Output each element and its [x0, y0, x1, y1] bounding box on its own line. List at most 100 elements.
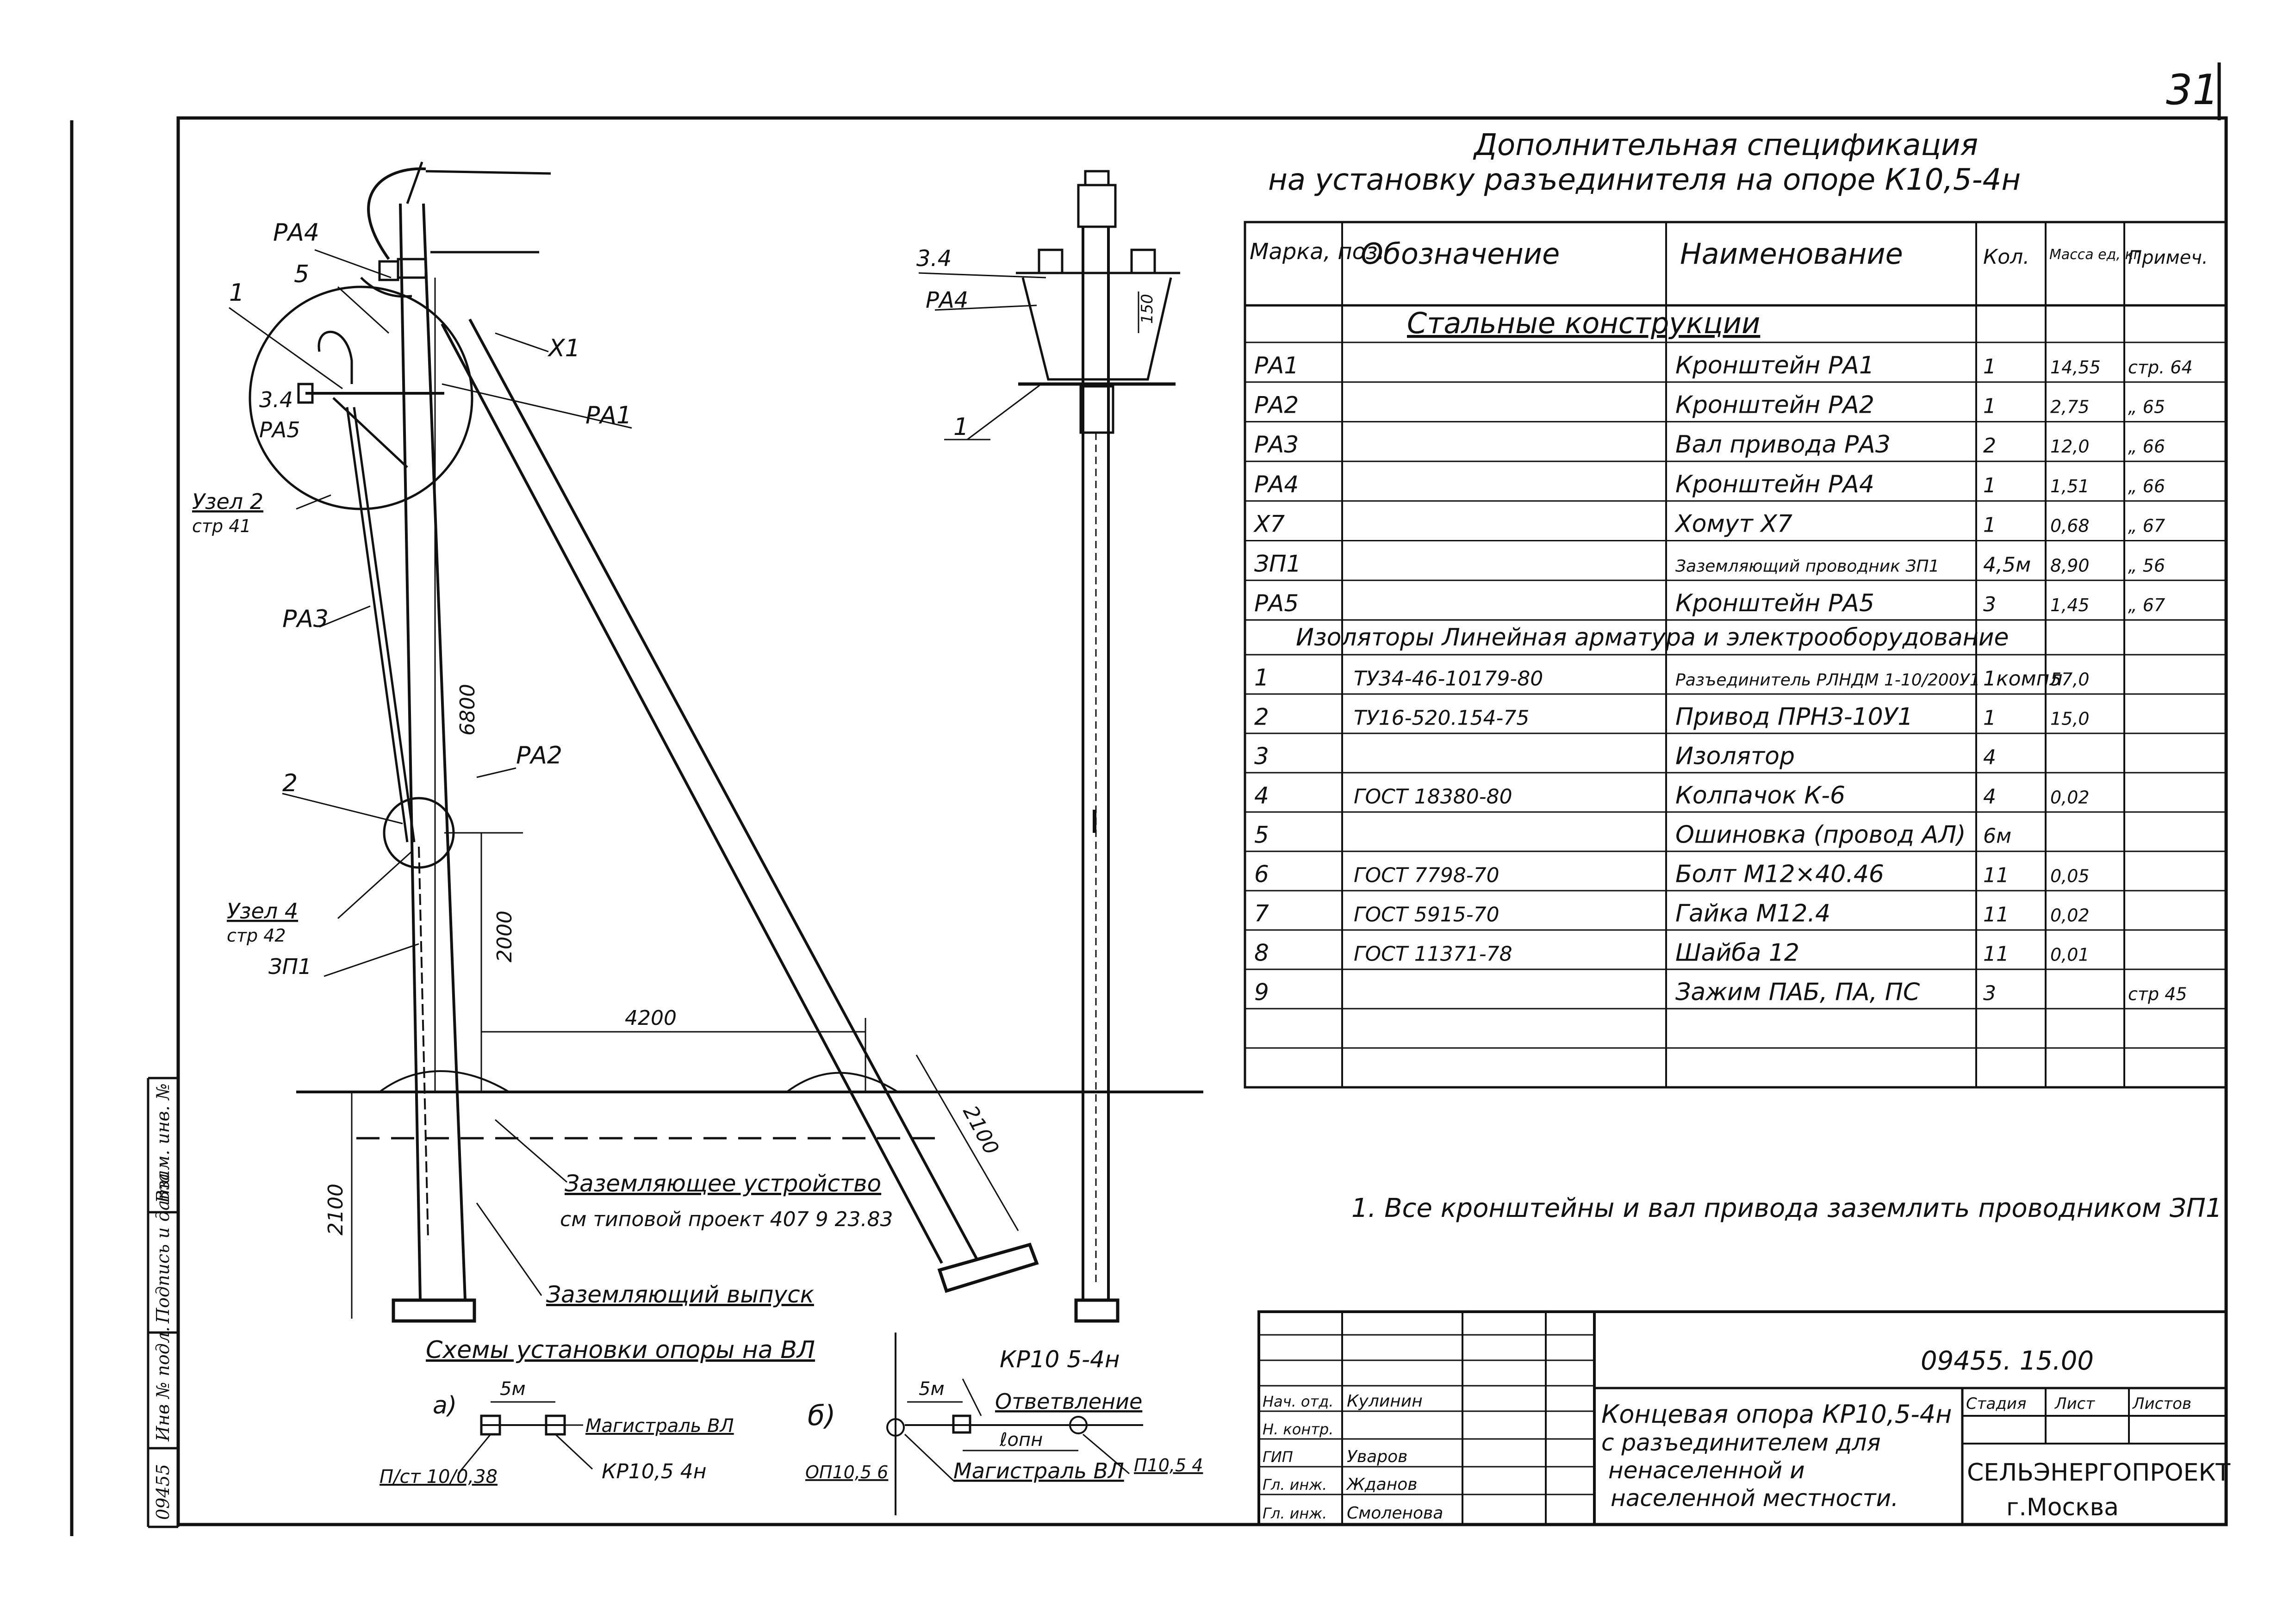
label-uzel4: Узел 4: [227, 899, 298, 924]
title-org: СЕЛЬЭНЕРГОПРОЕКТ: [1967, 1459, 2230, 1487]
equipment-qty-cell: 11: [1983, 942, 2009, 966]
scheme-a-pole: КР10,5 4н: [602, 1460, 707, 1483]
equipment-designation-cell: ГОСТ 7798-70: [1354, 863, 1500, 887]
sidebar-sign-date: Подпись и дата: [153, 1173, 173, 1324]
side-label-34: 3.4: [916, 246, 952, 272]
title-desc-3: ненаселенной и: [1608, 1457, 1805, 1484]
equipment-name-cell: Колпачок К-6: [1675, 781, 1845, 809]
equipment-name-cell: Привод ПРНЗ-10У1: [1675, 703, 1913, 731]
sidebar-inv-orig: Инв № подл.: [153, 1327, 173, 1442]
side-pole-drawing: [918, 170, 1180, 1323]
title-name-5: Смоленова: [1347, 1504, 1443, 1523]
steel-mass-cell: 14,55: [2050, 357, 2101, 378]
scheme-b-label: б): [808, 1400, 835, 1432]
label-pa3: РА3: [282, 605, 329, 633]
steel-qty-cell: 1: [1983, 474, 1996, 497]
title-name-3: Уваров: [1347, 1447, 1407, 1466]
steel-note-cell: „ 56: [2128, 555, 2165, 576]
scheme-b-5m: 5м: [919, 1378, 945, 1400]
steel-note-cell: „ 66: [2128, 476, 2165, 496]
equipment-qty-cell: 3: [1983, 981, 1996, 1005]
title-city: г.Москва: [2006, 1494, 2119, 1521]
dimension-2100-slanted: 2100: [958, 1102, 1003, 1159]
spec-header-name: Наименование: [1680, 237, 1903, 271]
equipment-name-cell: Ошиновка (провод АЛ): [1675, 821, 1966, 849]
general-note: 1. Все кронштейны и вал привода заземлит…: [1351, 1193, 2222, 1223]
title-role-3: ГИП: [1263, 1448, 1293, 1466]
equipment-designation-cell: ТУ34-46-10179-80: [1354, 667, 1543, 690]
equipment-name-cell: Зажим ПАБ, ПА, ПС: [1675, 978, 1920, 1006]
scheme-a-5m: 5м: [500, 1378, 526, 1400]
spec-header-qty: Кол.: [1983, 245, 2029, 269]
side-label-1: 1: [953, 413, 969, 441]
label-pa2: РА2: [516, 742, 562, 769]
title-desc-1: Концевая опора КР10,5-4н: [1601, 1400, 1952, 1429]
spec-section-steel: Стальные конструкции: [1407, 306, 1760, 340]
label-ground-outlet: Заземляющий выпуск: [546, 1281, 814, 1308]
steel-qty-cell: 1: [1983, 355, 1996, 378]
equipment-mass-cell: 0,05: [2050, 866, 2090, 886]
equipment-qty-cell: 6м: [1983, 824, 2011, 848]
equipment-name-cell: Болт М12×40.46: [1675, 860, 1884, 888]
scheme-b-lopn: ℓопн: [999, 1429, 1043, 1451]
page-number: 31: [2166, 66, 2219, 114]
steel-note-cell: стр. 64: [2128, 357, 2193, 378]
steel-name-cell: Кронштейн РА5: [1675, 589, 1874, 617]
equipment-qty-cell: 4: [1983, 785, 1996, 808]
label-uzel2-ref: стр 41: [192, 516, 251, 536]
dimension-2100-vertical: 2100: [324, 1184, 348, 1235]
equipment-mark-cell: 3: [1254, 743, 1269, 769]
label-5: 5: [294, 260, 309, 288]
steel-mass-cell: 12,0: [2050, 436, 2090, 457]
equipment-designation-cell: ГОСТ 18380-80: [1354, 785, 1512, 808]
spec-title-line1: Дополнительная спецификация: [1473, 128, 1978, 162]
steel-mark-cell: ЗП1: [1254, 550, 1301, 577]
steel-name-cell: Заземляющий проводник ЗП1: [1675, 557, 1939, 576]
equipment-mass-cell: 57,0: [2050, 669, 2090, 689]
dimension-6800: 6800: [456, 684, 479, 736]
steel-name-cell: Вал привода РА3: [1675, 431, 1891, 459]
steel-name-cell: Хомут Х7: [1674, 510, 1792, 538]
side-label-pa4: РА4: [926, 287, 968, 313]
equipment-qty-cell: 4: [1983, 745, 1996, 769]
steel-mark-cell: РА3: [1254, 431, 1299, 458]
title-stage: Стадия: [1966, 1395, 2026, 1413]
steel-note-cell: „ 67: [2128, 595, 2165, 615]
equipment-name-cell: Изолятор: [1675, 742, 1795, 770]
label-pa1: РА1: [585, 402, 632, 429]
title-desc-4: населенной местности.: [1611, 1485, 1898, 1512]
steel-qty-cell: 2: [1983, 434, 1996, 458]
scheme-a-substation: П/ст 10/0,38: [380, 1466, 498, 1488]
scheme-b: [886, 1333, 1143, 1515]
schemes-title: Схемы установки опоры на ВЛ: [426, 1336, 815, 1364]
equipment-mark-cell: 1: [1254, 664, 1269, 691]
label-2: 2: [282, 769, 298, 797]
title-role-4: Гл. инж.: [1263, 1476, 1327, 1494]
scheme-b-kr: КР10 5-4н: [1000, 1346, 1120, 1373]
label-pa5: РА5: [259, 417, 300, 442]
steel-qty-cell: 1: [1983, 514, 1996, 537]
side-dimension-150: 150: [1138, 294, 1157, 324]
title-role-1: Нач. отд.: [1263, 1393, 1333, 1410]
steel-name-cell: Кронштейн РА2: [1675, 391, 1874, 419]
scheme-b-op: ОП10,5 6: [805, 1462, 888, 1482]
equipment-designation-cell: ТУ16-520.154-75: [1354, 706, 1529, 730]
title-role-2: Н. контр.: [1263, 1420, 1333, 1438]
steel-mark-cell: Х7: [1253, 511, 1285, 538]
dimension-2000: 2000: [493, 911, 516, 962]
steel-note-cell: „ 66: [2128, 436, 2165, 457]
steel-mass-cell: 2,75: [2050, 397, 2090, 417]
steel-mass-cell: 1,51: [2050, 476, 2090, 496]
steel-name-cell: Кронштейн РА1: [1675, 352, 1874, 379]
label-1: 1: [229, 279, 244, 307]
steel-mass-cell: 0,68: [2050, 516, 2090, 536]
equipment-qty-cell: 11: [1983, 863, 2009, 887]
spec-header-note: Примеч.: [2128, 247, 2208, 268]
equipment-mark-cell: 8: [1254, 939, 1269, 966]
equipment-qty-cell: 11: [1983, 903, 2009, 926]
equipment-qty-cell: 1компл: [1983, 667, 2063, 690]
label-zp1: ЗП1: [268, 954, 311, 979]
equipment-mass-cell: 0,01: [2050, 944, 2090, 965]
